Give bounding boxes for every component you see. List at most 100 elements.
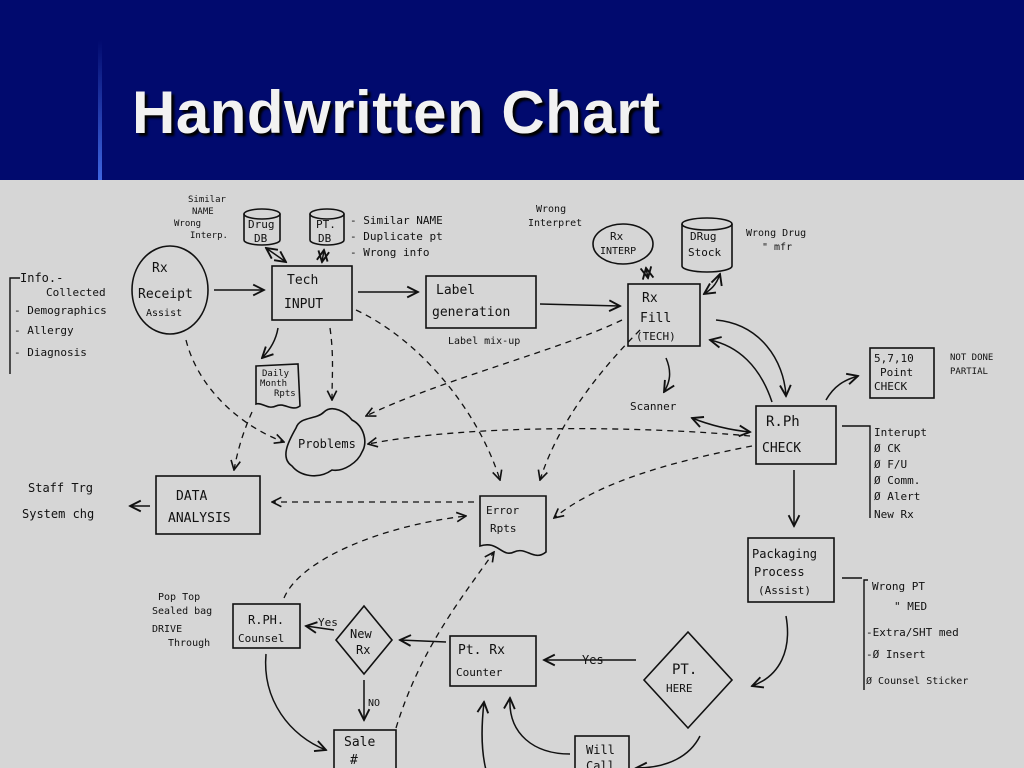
handwritten-flowchart: Rx Receipt Assist Tech INPUT Label gener… bbox=[9, 195, 993, 768]
note-yes-pt: Yes bbox=[582, 653, 604, 667]
drug-db-node bbox=[243, 208, 281, 246]
arrow-rph-to-fill bbox=[710, 340, 773, 403]
pt-db-l1: PT. bbox=[316, 218, 336, 231]
point-check-l2: Point bbox=[880, 366, 913, 379]
note-scanner: Scanner bbox=[630, 400, 677, 413]
arrow-stock-fill bbox=[704, 274, 720, 294]
new-rx-node bbox=[334, 604, 394, 676]
info-list-item: - Allergy bbox=[14, 324, 74, 337]
rph-counsel-node bbox=[232, 603, 301, 649]
will-call-l2: Call bbox=[586, 759, 615, 768]
dashed-daily-to-analysis bbox=[234, 411, 253, 470]
arrow-label-to-fill bbox=[539, 304, 620, 306]
error-rpts-node bbox=[479, 495, 547, 557]
note-no: NO bbox=[368, 698, 380, 709]
slide-header: Handwritten Chart bbox=[0, 0, 1024, 180]
rph-check-l1: R.Ph bbox=[766, 414, 800, 430]
point-check-l1: 5,7,10 bbox=[874, 352, 914, 365]
analysis-l2: ANALYSIS bbox=[168, 511, 231, 526]
rx-receipt-node bbox=[131, 245, 209, 335]
rx-interp-l1: Rx bbox=[610, 230, 624, 243]
rph-bracket bbox=[842, 425, 871, 518]
point-check-l3: CHECK bbox=[874, 380, 907, 393]
dashed-sale-to-error bbox=[395, 552, 494, 729]
header-accent-line bbox=[98, 40, 102, 180]
rph-list-item: Ø Comm. bbox=[874, 474, 920, 487]
arrow-input-to-dailyrpts bbox=[262, 327, 279, 358]
problems-node bbox=[285, 407, 366, 477]
counsel-l1: R.PH. bbox=[248, 613, 284, 627]
rx-receipt-l3: Assist bbox=[146, 308, 182, 319]
packaging-l1: Packaging bbox=[752, 547, 817, 561]
drug-db-l2: DB bbox=[254, 232, 268, 245]
info-list-item: Collected bbox=[46, 286, 106, 299]
packaging-l2: Process bbox=[754, 565, 805, 579]
arrow-scanner-rph bbox=[692, 418, 750, 432]
problems-label: Problems bbox=[298, 437, 356, 451]
arrow-bottom-to-counter bbox=[482, 702, 486, 768]
pkg-list-item: -Extra/SHT med bbox=[866, 626, 959, 639]
error-rpts-l1: Error bbox=[486, 504, 519, 517]
rph-list-item: New Rx bbox=[874, 508, 914, 521]
daily-rpts-node bbox=[255, 363, 301, 409]
dashed-counsel-to-error bbox=[283, 516, 466, 599]
rx-receipt-l2: Receipt bbox=[138, 287, 193, 302]
counsel-l2: Counsel bbox=[238, 632, 284, 645]
daily-l2: Month bbox=[260, 379, 287, 389]
dashed-fill-to-error bbox=[540, 329, 641, 480]
arrow-counsel-to-sale bbox=[264, 653, 326, 750]
arrow-willcall-to-counter bbox=[510, 698, 571, 755]
daily-l1: Daily bbox=[262, 369, 290, 379]
rx-interp-l2: INTERP bbox=[600, 246, 636, 257]
dashed-input-to-error bbox=[355, 309, 500, 480]
arrow-ptdb-input bbox=[322, 250, 324, 262]
tech-input-node bbox=[271, 265, 353, 321]
note-wrong-drug: Wrong Drug bbox=[746, 228, 806, 239]
packaging-node bbox=[747, 537, 835, 603]
arrow-fill-to-scanner bbox=[664, 357, 670, 392]
sale-l2: # bbox=[350, 753, 358, 768]
rx-fill-node bbox=[627, 283, 701, 347]
note-poptop-4: Through bbox=[168, 638, 210, 649]
arrow-rph-to-pointcheck bbox=[825, 376, 858, 401]
note-poptop-1: Pop Top bbox=[158, 592, 200, 603]
label-generation-node bbox=[425, 275, 537, 329]
error-rpts-l2: Rpts bbox=[490, 522, 517, 535]
pt-here-node bbox=[642, 630, 734, 730]
new-rx-l2: Rx bbox=[356, 643, 370, 657]
info-bracket bbox=[9, 277, 20, 374]
dashed-input-to-problems bbox=[330, 327, 333, 400]
sale-l1: Sale bbox=[344, 735, 375, 750]
pt-rx-counter-node bbox=[449, 635, 537, 687]
rph-check-l2: CHECK bbox=[762, 441, 801, 456]
rx-interp-node bbox=[592, 223, 654, 265]
arrow-fill-to-rph bbox=[715, 319, 786, 396]
info-list-item: Info.- bbox=[20, 271, 63, 285]
rx-fill-l1: Rx bbox=[642, 291, 658, 306]
rph-list-item: Interupt bbox=[874, 426, 927, 439]
info-list-item: - Diagnosis bbox=[14, 346, 87, 359]
note-poptop-2: Sealed bag bbox=[152, 606, 212, 617]
daily-l3: Rpts bbox=[274, 389, 296, 399]
note-staff-trg-2: System chg bbox=[22, 507, 94, 521]
note-wrong-interp-2: Interp. bbox=[190, 231, 228, 241]
data-analysis-node bbox=[155, 475, 261, 535]
new-rx-l1: New bbox=[350, 627, 372, 641]
drug-stock-l2: Stock bbox=[688, 246, 721, 259]
dashed-fill-to-problems bbox=[366, 319, 623, 416]
rx-fill-l2: Fill bbox=[640, 311, 671, 326]
pkg-bracket bbox=[842, 577, 868, 690]
will-call-l1: Will bbox=[586, 743, 615, 757]
arrow-drugdb-input bbox=[266, 248, 286, 262]
analysis-l1: DATA bbox=[176, 489, 207, 504]
will-call-node bbox=[574, 735, 630, 768]
pkg-list-item: Wrong PT bbox=[872, 580, 925, 593]
note-not-done: NOT DONE bbox=[950, 353, 993, 363]
note-label-mixup: Label mix-up bbox=[448, 336, 520, 347]
note-wrong-interpret-1: Wrong bbox=[536, 204, 566, 215]
note-wrong-interpret-2: Interpret bbox=[528, 218, 582, 229]
arrow-pthere-to-willcall bbox=[636, 735, 701, 768]
pt-here-l1: PT. bbox=[672, 662, 697, 678]
note-partial: PARTIAL bbox=[950, 367, 988, 377]
drug-stock-l1: DRug bbox=[690, 230, 717, 243]
